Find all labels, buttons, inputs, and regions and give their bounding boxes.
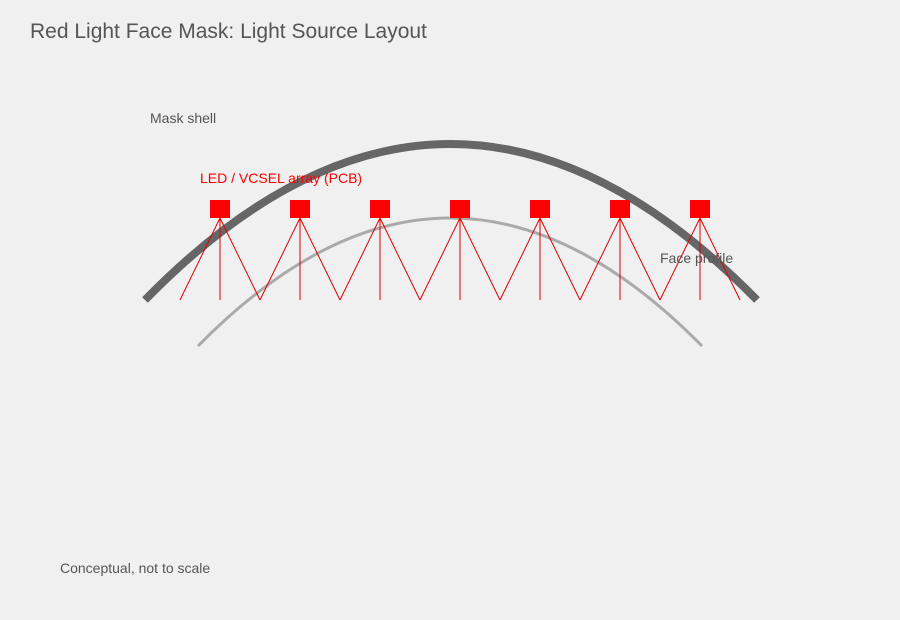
led-source bbox=[690, 200, 710, 218]
light-beam-ray bbox=[299, 217, 341, 301]
scale-note: Conceptual, not to scale bbox=[60, 560, 210, 576]
light-beam-ray bbox=[539, 217, 581, 301]
led-source bbox=[370, 200, 390, 218]
led-array-label: LED / VCSEL array (PCB) bbox=[200, 170, 362, 186]
light-beam-ray bbox=[179, 217, 221, 301]
led-source bbox=[610, 200, 630, 218]
face-profile-arc bbox=[196, 216, 704, 348]
light-beam-ray bbox=[379, 217, 421, 301]
light-beam-ray bbox=[219, 217, 261, 301]
light-beam-ray bbox=[499, 217, 541, 301]
light-beam-ray bbox=[579, 217, 621, 301]
light-beam-ray bbox=[259, 217, 301, 301]
light-beam-ray bbox=[699, 217, 741, 301]
light-beam-ray bbox=[339, 217, 381, 301]
mask-shell-arc bbox=[142, 140, 760, 303]
led-source bbox=[290, 200, 310, 218]
face-profile-label: Face profile bbox=[660, 250, 733, 266]
light-beam-ray bbox=[619, 217, 661, 301]
mask-shell-label: Mask shell bbox=[150, 110, 216, 126]
led-source bbox=[210, 200, 230, 218]
light-beam-ray bbox=[419, 217, 461, 301]
diagram-title: Red Light Face Mask: Light Source Layout bbox=[30, 20, 427, 43]
led-source bbox=[450, 200, 470, 218]
light-beam-ray bbox=[459, 217, 501, 301]
led-source bbox=[530, 200, 550, 218]
light-beams bbox=[179, 217, 741, 301]
led-array bbox=[210, 200, 710, 218]
light-beam-ray bbox=[659, 217, 701, 301]
